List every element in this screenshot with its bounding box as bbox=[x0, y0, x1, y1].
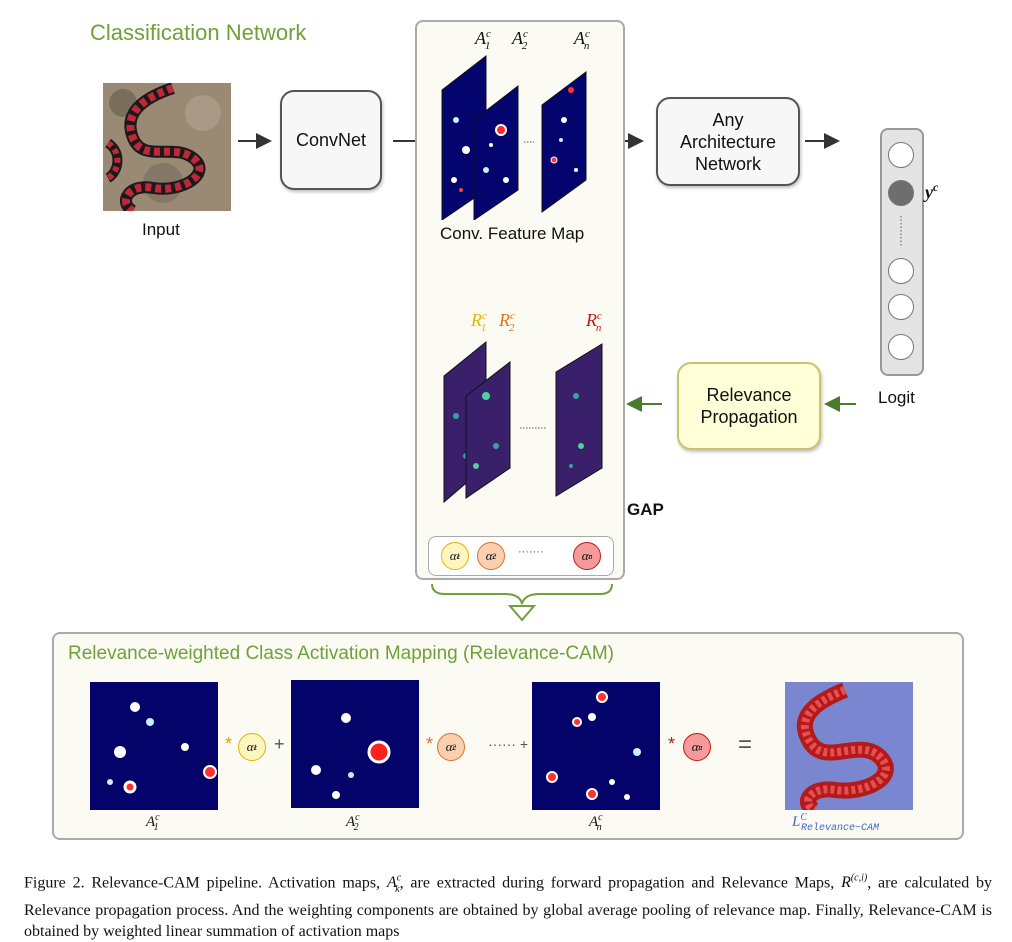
figure-caption: Figure 2. Relevance-CAM pipeline. Activa… bbox=[24, 868, 992, 942]
caption-math-r: R(c,i) bbox=[841, 873, 868, 892]
fmap-label-an: Acn bbox=[574, 28, 590, 52]
feature-maps bbox=[441, 54, 587, 220]
relevance-propagation-box: Relevance Propagation bbox=[677, 362, 821, 450]
logit-node bbox=[888, 294, 914, 320]
logit-node bbox=[888, 258, 914, 284]
logit-node-target bbox=[888, 180, 914, 206]
logit-node bbox=[888, 142, 914, 168]
input-label: Input bbox=[142, 220, 180, 239]
caption-math-a: Ack bbox=[386, 873, 402, 895]
caption-part-2: , are extracted during forward propagati… bbox=[399, 874, 842, 892]
cam-label-a2: Ac2 bbox=[346, 812, 360, 833]
relevance-cam-result bbox=[785, 682, 913, 810]
logit-node bbox=[888, 334, 914, 360]
result-label: LCRelevance−CAM bbox=[792, 812, 880, 834]
yc-label: yc bbox=[925, 180, 939, 202]
alpha-ellipsis: ······· bbox=[518, 546, 544, 558]
logit-label: Logit bbox=[878, 388, 915, 407]
caption-part-1: Figure 2. Relevance-CAM pipeline. Activa… bbox=[24, 874, 387, 892]
plus-op: + bbox=[274, 734, 285, 754]
relevance-maps bbox=[443, 340, 603, 504]
cam-label-a1: Ac1 bbox=[146, 812, 160, 833]
times-op: * bbox=[225, 734, 233, 754]
relevance-cam-title: Relevance-weighted Class Activation Mapp… bbox=[68, 643, 614, 664]
rmap-label-r2: Rc2 bbox=[499, 310, 515, 334]
rmap-label-r1: Rc1 bbox=[471, 310, 487, 334]
fmap-label-a1: Ac1 bbox=[475, 28, 491, 52]
input-image bbox=[103, 83, 231, 211]
cam-label-an: Acn bbox=[589, 812, 603, 833]
activation-map-2 bbox=[291, 680, 419, 808]
caption-part-3: , are calculated by Relevance propagatio… bbox=[24, 874, 992, 940]
fmap-label-a2: Ac2 bbox=[512, 28, 528, 52]
feature-map-label: Conv. Feature Map bbox=[440, 224, 585, 243]
gap-label: GAP bbox=[627, 500, 664, 519]
any-architecture-box: Any Architecture Network bbox=[656, 97, 800, 186]
convnet-box: ConvNet bbox=[280, 90, 382, 190]
activation-map-1 bbox=[90, 682, 218, 810]
times-op: * bbox=[426, 734, 434, 754]
activation-map-n bbox=[532, 682, 660, 810]
equals-op: = bbox=[738, 731, 753, 758]
rmap-label-rn: Rcn bbox=[586, 310, 602, 334]
classification-network-title: Classification Network bbox=[90, 20, 307, 45]
times-op: * bbox=[668, 734, 676, 754]
logit-ellipsis bbox=[900, 216, 902, 246]
dots-plus-op: ······ + bbox=[488, 736, 529, 752]
